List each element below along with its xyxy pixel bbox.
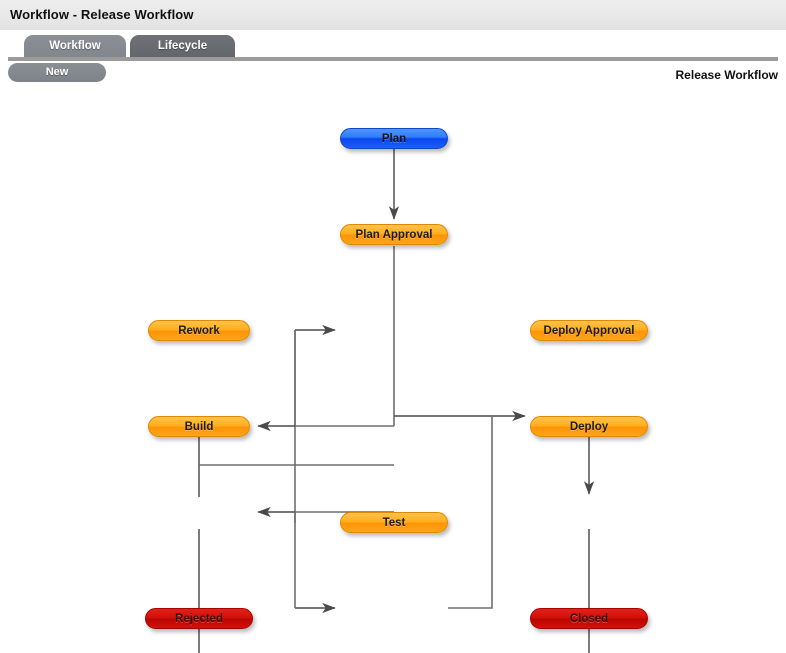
node-deploy-approval[interactable]: Deploy Approval xyxy=(530,320,648,341)
page-title: Release Workflow xyxy=(675,68,778,82)
node-plan[interactable]: Plan xyxy=(340,128,448,149)
new-button[interactable]: New xyxy=(8,63,106,82)
node-closed[interactable]: Closed xyxy=(530,608,648,629)
window-title: Workflow - Release Workflow xyxy=(10,7,194,22)
node-deploy[interactable]: Deploy xyxy=(530,416,648,437)
edge-test-to-deploy-approval xyxy=(448,416,493,609)
tab-workflow[interactable]: Workflow xyxy=(24,35,126,57)
node-rejected[interactable]: Rejected xyxy=(145,608,253,629)
tab-strip: Workflow Lifecycle xyxy=(0,31,786,57)
node-rework[interactable]: Rework xyxy=(148,320,250,341)
workflow-edges xyxy=(198,149,595,653)
node-plan-approval[interactable]: Plan Approval xyxy=(340,224,448,245)
window-titlebar: Workflow - Release Workflow xyxy=(0,0,786,31)
workflow-canvas[interactable]: Plan Plan Approval Rework Deploy Approva… xyxy=(0,86,786,653)
node-test[interactable]: Test xyxy=(340,512,448,533)
toolbar-divider xyxy=(8,57,778,61)
tab-lifecycle[interactable]: Lifecycle xyxy=(130,35,235,57)
node-build[interactable]: Build xyxy=(148,416,250,437)
